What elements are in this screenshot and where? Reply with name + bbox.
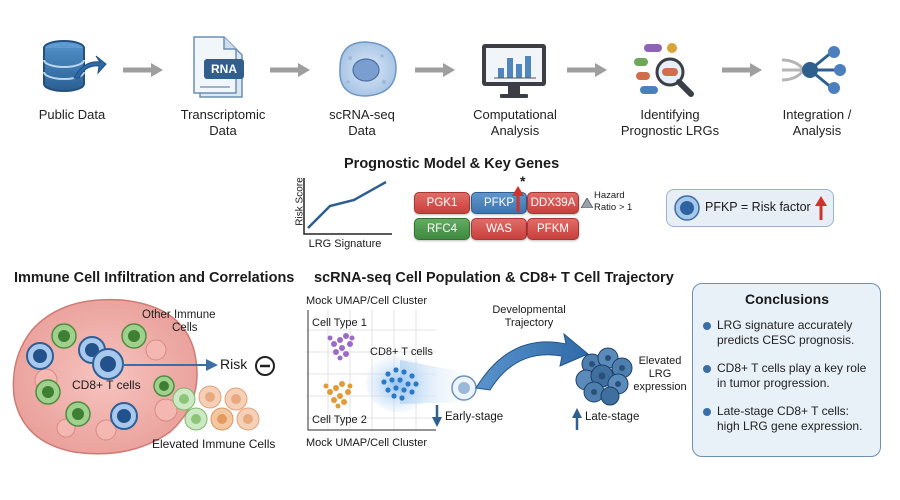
magnifier-icon [634, 43, 694, 97]
elevated-immune-label: Elevated Immune Cells [152, 437, 276, 451]
gene-chip-pfkp: PFKP [471, 192, 527, 214]
trajectory-arrow [475, 332, 589, 391]
cell-type-1-cluster [327, 333, 355, 361]
monitor-chart-icon [482, 44, 546, 98]
cell-type-1-label: Cell Type 1 [312, 317, 367, 329]
risk-score-line [307, 180, 387, 229]
cell-type-2-label: Cell Type 2 [312, 414, 367, 426]
bullet-icon [703, 365, 711, 373]
risk-score-plot [303, 178, 392, 235]
rna-icon-text: RNA [211, 62, 237, 76]
triangle-icon [581, 198, 593, 208]
gene-chip-pfkm: PFKM [527, 218, 579, 240]
bullet-icon [703, 408, 711, 416]
cell-type-2-cluster [323, 381, 353, 409]
risk-arrow [122, 359, 218, 371]
risk-factor-text: PFKP = Risk factor [705, 200, 811, 214]
conclusions-title: Conclusions [744, 291, 829, 307]
umap-grid [306, 310, 436, 431]
flow-arrow [567, 63, 609, 82]
conclusion-item: Late-stage CD8+ T cells:high LRG gene ex… [703, 404, 875, 434]
late-stage-label: Late-stage [585, 411, 640, 423]
conclusions-panel [692, 283, 881, 457]
down-arrow-icon [432, 405, 442, 427]
cell-icon [674, 195, 700, 221]
flow-arrow [270, 63, 312, 82]
risk-label: Risk [220, 356, 248, 372]
significance-asterisk: * [520, 173, 526, 189]
risk-factor-box: PFKP = Risk factor [666, 189, 834, 227]
bullet-icon [703, 322, 711, 330]
immune-title: Immune Cell Infiltration and Correlation… [14, 270, 295, 286]
elevated-immune-cells-illustration [172, 385, 260, 431]
up-arrow-icon [512, 186, 524, 212]
database-icon [43, 40, 107, 92]
cd8-cluster-label: CD8+ T cells [370, 346, 433, 358]
flow-arrow [123, 63, 163, 77]
tumor-tissue-illustration [12, 298, 198, 455]
minus-circle-icon [255, 356, 275, 376]
up-arrow-icon [815, 196, 827, 220]
rna-document-icon [193, 36, 244, 98]
gene-chip-rfc4: RFC4 [414, 218, 470, 240]
late-stage-cell-cluster [575, 347, 633, 406]
cd8-label: CD8+ T cells [72, 378, 141, 392]
model-title: Prognostic Model & Key Genes [344, 156, 560, 172]
cell-icon [339, 41, 397, 97]
umap-top-label: Mock UMAP/Cell Cluster [306, 295, 428, 307]
cd8-cluster-beam [366, 352, 477, 412]
plot-ylabel: Risk Score [294, 177, 306, 226]
flow-arrow [415, 63, 457, 82]
plot-xlabel: LRG Signature [308, 238, 382, 250]
step-label-integration: Integration /Analysis [782, 107, 852, 138]
umap-bottom-label: Mock UMAP/Cell Cluster [306, 437, 428, 449]
gene-chip-pgk1: PGK1 [414, 192, 470, 214]
flow-arrow [722, 63, 764, 82]
step-label-public-data: Public Data [38, 107, 106, 122]
up-arrow-icon [572, 408, 582, 430]
early-stage-label: Early-stage [445, 411, 504, 423]
scrna-title: scRNA-seq Cell Population & CD8+ T Cell … [314, 270, 674, 286]
network-icon [781, 46, 846, 94]
gene-chip-was: WAS [471, 218, 527, 240]
gene-chip-ddx39a: DDX39A [527, 192, 579, 214]
